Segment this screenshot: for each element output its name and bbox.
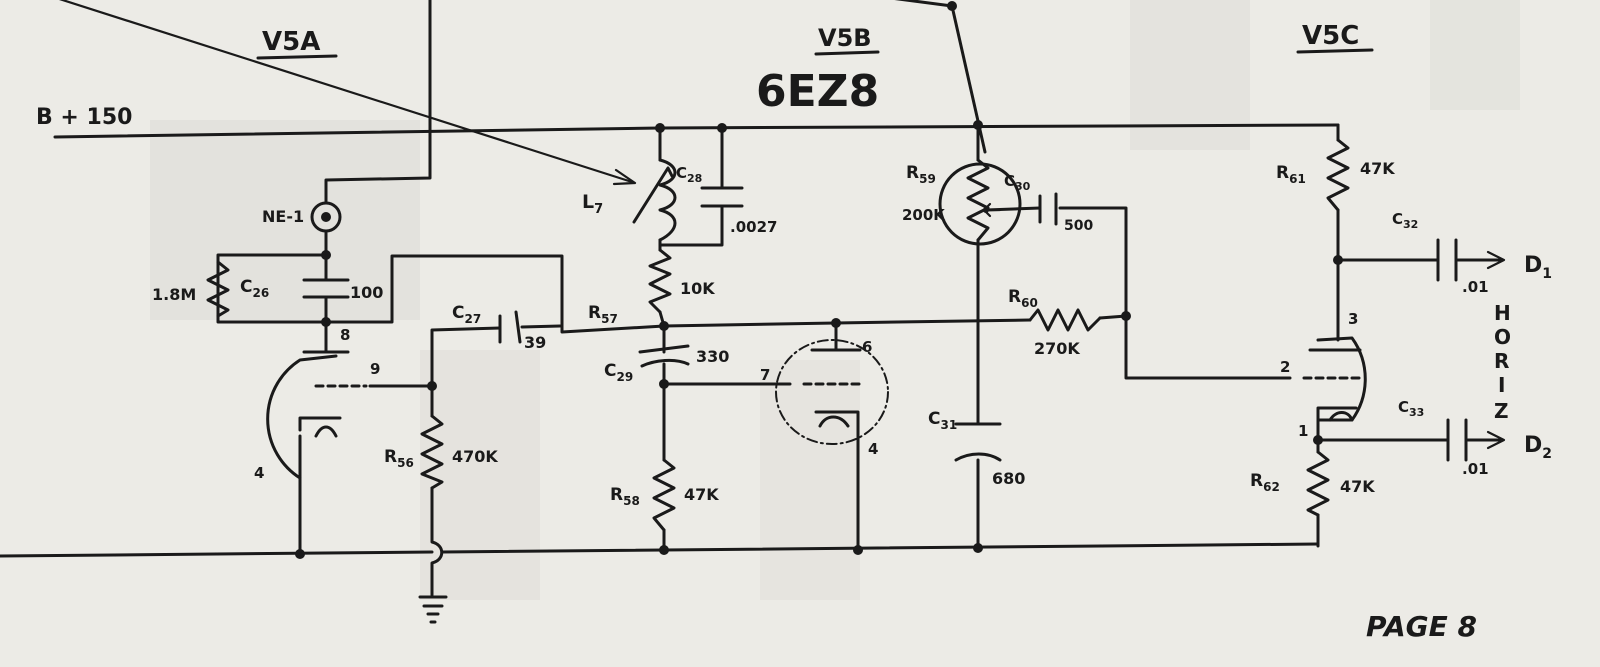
horiz-letter-r: R: [1494, 349, 1509, 373]
c29-capacitor: [638, 344, 690, 368]
c33-label: C33: [1398, 398, 1424, 419]
junction-dots: [295, 1, 1343, 559]
v5a-tube-section: [266, 350, 368, 480]
ne1-feed-wire: [324, 0, 432, 205]
horiz-letter-z: Z: [1494, 399, 1509, 423]
tube-type: 6EZ8: [756, 66, 879, 117]
r59-potentiometer: [938, 158, 1022, 246]
r57-value: 10K: [680, 279, 715, 298]
horiz-letter-i: I: [1498, 373, 1505, 397]
r62-resistor: [1306, 450, 1330, 517]
d2-arrowhead: [1486, 430, 1506, 450]
v5a-title: V5A: [262, 27, 320, 57]
v5b-title: V5B: [818, 24, 872, 52]
v5c-plate-pin: 3: [1348, 310, 1358, 328]
r18m-label: 1.8M: [152, 285, 196, 304]
r62-value: 47K: [1340, 477, 1375, 496]
c28-value: .0027: [730, 218, 777, 236]
r58-label: R58: [610, 485, 640, 508]
c30-label: C30: [1004, 172, 1031, 193]
page-label: PAGE 8: [1366, 610, 1477, 643]
c27-value: 39: [524, 333, 546, 352]
c30-value: 500: [1064, 218, 1093, 234]
v5a-plate-pin: 8: [340, 326, 350, 344]
c31-label: C31: [928, 409, 957, 432]
c32-label: C32: [1392, 210, 1418, 231]
pin-numbers: 8 9 4 6 7 4 3 2 1: [254, 310, 1358, 482]
r60-value: 270K: [1034, 339, 1080, 358]
v5c-cathode-wiring: [1316, 418, 1502, 442]
v5c-cathode-pin: 1: [1298, 422, 1308, 440]
l7-tuning-arrow-head: [612, 168, 637, 186]
l7-tuning-arrow-line: [58, 0, 634, 184]
ground-symbol: [418, 595, 448, 624]
l7-label: L7: [582, 191, 603, 217]
horiz-letter-h: H: [1494, 301, 1511, 325]
r59-value: 200K: [902, 206, 946, 224]
c26-capacitor: [302, 278, 350, 299]
d1-label: D1: [1524, 253, 1552, 282]
b-plus-label: B + 150: [36, 105, 132, 130]
l7-c28-tank: [658, 126, 724, 252]
v5a-grid-pin: 9: [370, 360, 380, 378]
r60-resistor: [1028, 308, 1102, 332]
v5b-plate-pin: 6: [862, 338, 872, 356]
v5b-cathode-pin: 4: [868, 440, 878, 458]
r56-resistor: [420, 414, 444, 490]
c27-capacitor: [498, 310, 522, 344]
v5b-tube-section: [775, 339, 889, 445]
r57-resistor: [648, 248, 672, 314]
r18m-bracket: [216, 253, 328, 324]
ground-rail: [0, 542, 1320, 558]
c29-value: 330: [696, 347, 729, 366]
ne1-lamp: [310, 201, 342, 233]
c27-label: C27: [452, 303, 481, 326]
c33-capacitor: [1446, 418, 1468, 462]
r18m-resistor: [206, 260, 230, 318]
v5c-tube-section: [1302, 336, 1367, 422]
r57-wiring: [658, 310, 666, 354]
r57-label: R57: [588, 303, 618, 326]
c26-value: 100: [350, 283, 383, 302]
r58-resistor: [652, 458, 676, 532]
c33-value: .01: [1462, 460, 1489, 478]
d2-label: D2: [1524, 433, 1552, 462]
v5b-grid-pin: 7: [760, 366, 770, 384]
r61-resistor: [1326, 138, 1350, 212]
r62-label: R62: [1250, 471, 1280, 494]
r58-value: 47K: [684, 485, 719, 504]
c32-value: .01: [1462, 278, 1489, 296]
c28-capacitor: [700, 186, 744, 208]
v5a-cathode-pin: 4: [254, 464, 264, 482]
output-labels: D1 D2 H O R I Z: [1494, 253, 1552, 462]
horiz-letter-o: O: [1494, 325, 1511, 349]
c29-label: C29: [604, 361, 633, 384]
r60-label: R60: [1008, 287, 1038, 310]
v5b-plate-line: [662, 318, 1032, 328]
c31-value: 680: [992, 469, 1025, 488]
c30-capacitor: [1038, 192, 1058, 226]
ne1-label: NE-1: [262, 207, 304, 226]
v5c-grid-pin: 2: [1280, 358, 1290, 376]
bleed-through-texture: [150, 0, 1520, 600]
r61-label: R61: [1276, 163, 1306, 186]
c32-capacitor: [1436, 238, 1458, 282]
r61-value: 47K: [1360, 159, 1395, 178]
v5c-title: V5C: [1302, 21, 1359, 51]
r60-junction: [1098, 314, 1292, 380]
c26-label: C26: [240, 277, 269, 300]
section-headers: V5A V5B 6EZ8 V5C: [256, 21, 1374, 117]
d1-arrowhead: [1486, 250, 1506, 270]
r59-label: R59: [906, 163, 936, 186]
c31-capacitor: [954, 422, 1002, 462]
l7-inductor: [632, 158, 677, 242]
v5a-plate-loop: [324, 254, 666, 334]
c28-label: C28: [676, 164, 702, 185]
c27-wiring: [430, 324, 562, 388]
component-labels: NE-1 1.8M C26 100 C27 39 L7 C28 .0027 R5…: [152, 159, 1489, 508]
r56-value: 470K: [452, 447, 498, 466]
r56-label: R56: [384, 447, 414, 470]
